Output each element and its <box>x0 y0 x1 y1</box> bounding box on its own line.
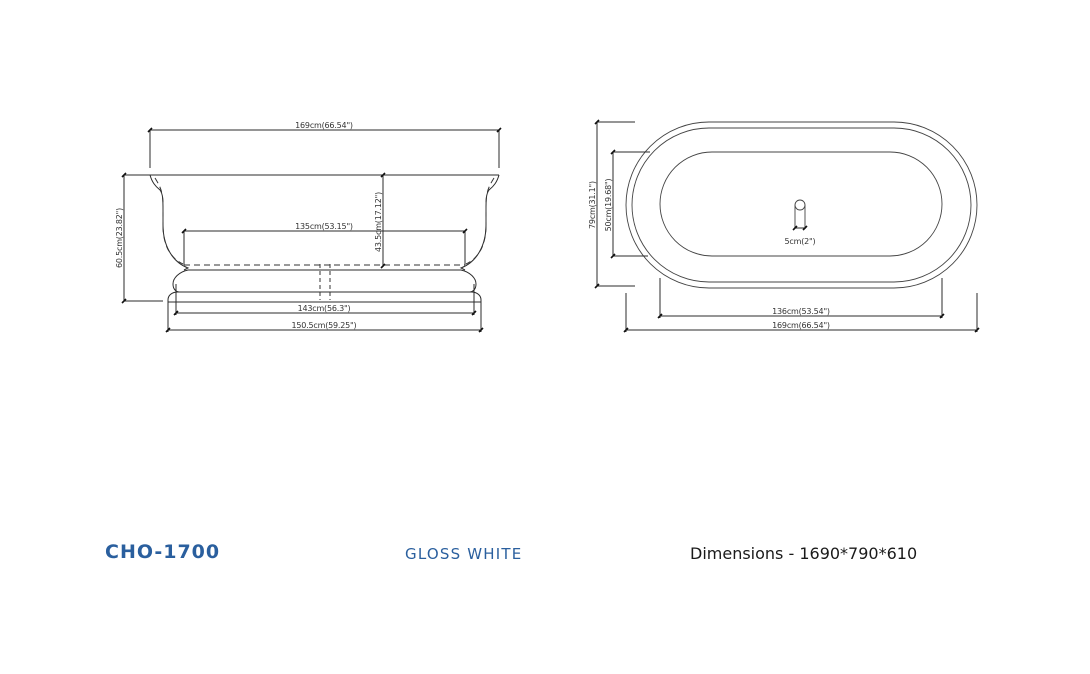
label-inner-width: 50cm(19.68") <box>604 179 613 232</box>
dim-overall-length-plan: 169cm(66.54") <box>623 293 980 333</box>
dim-inner-width: 50cm(19.68") <box>604 149 650 259</box>
label-pedestal-width: 143cm(56.3") <box>298 304 351 313</box>
label-overall-length-plan: 169cm(66.54") <box>772 321 830 330</box>
dim-base-width: 150.5cm(59.25") <box>165 300 484 333</box>
label-overall-length-side: 169cm(66.54") <box>295 121 353 130</box>
label-inner-depth: 43.5cm(17.12") <box>374 192 383 252</box>
dimensions-text: Dimensions - 1690*790*610 <box>690 544 918 563</box>
label-base-width: 150.5cm(59.25") <box>292 321 357 330</box>
label-inner-bottom-length: 135cm(53.15") <box>295 222 353 231</box>
side-view: 169cm(66.54") 60.5cm(23.82") <box>115 121 502 333</box>
label-overall-height: 60.5cm(23.82") <box>115 208 124 268</box>
dim-pedestal-width: 143cm(56.3") <box>173 284 477 316</box>
model-number: CHO-1700 <box>105 541 221 563</box>
plan-view: 5cm(2") 79cm(31.1") 50cm(19.68") <box>588 119 980 333</box>
dim-inner-depth: 43.5cm(17.12") <box>374 172 386 269</box>
dim-overall-width: 79cm(31.1") <box>588 119 635 289</box>
label-overall-width: 79cm(31.1") <box>588 181 597 229</box>
finish-label: GLOSS WHITE <box>405 545 523 563</box>
dim-inner-bottom-length: 135cm(53.15") <box>181 222 468 265</box>
drain-detail: 5cm(2") <box>785 199 816 246</box>
dim-inner-length: 136cm(53.54") <box>657 278 945 319</box>
dim-overall-height: 60.5cm(23.82") <box>115 172 163 304</box>
label-drain: 5cm(2") <box>785 237 816 246</box>
dim-overall-length-side: 169cm(66.54") <box>147 121 502 168</box>
label-inner-length: 136cm(53.54") <box>772 307 830 316</box>
